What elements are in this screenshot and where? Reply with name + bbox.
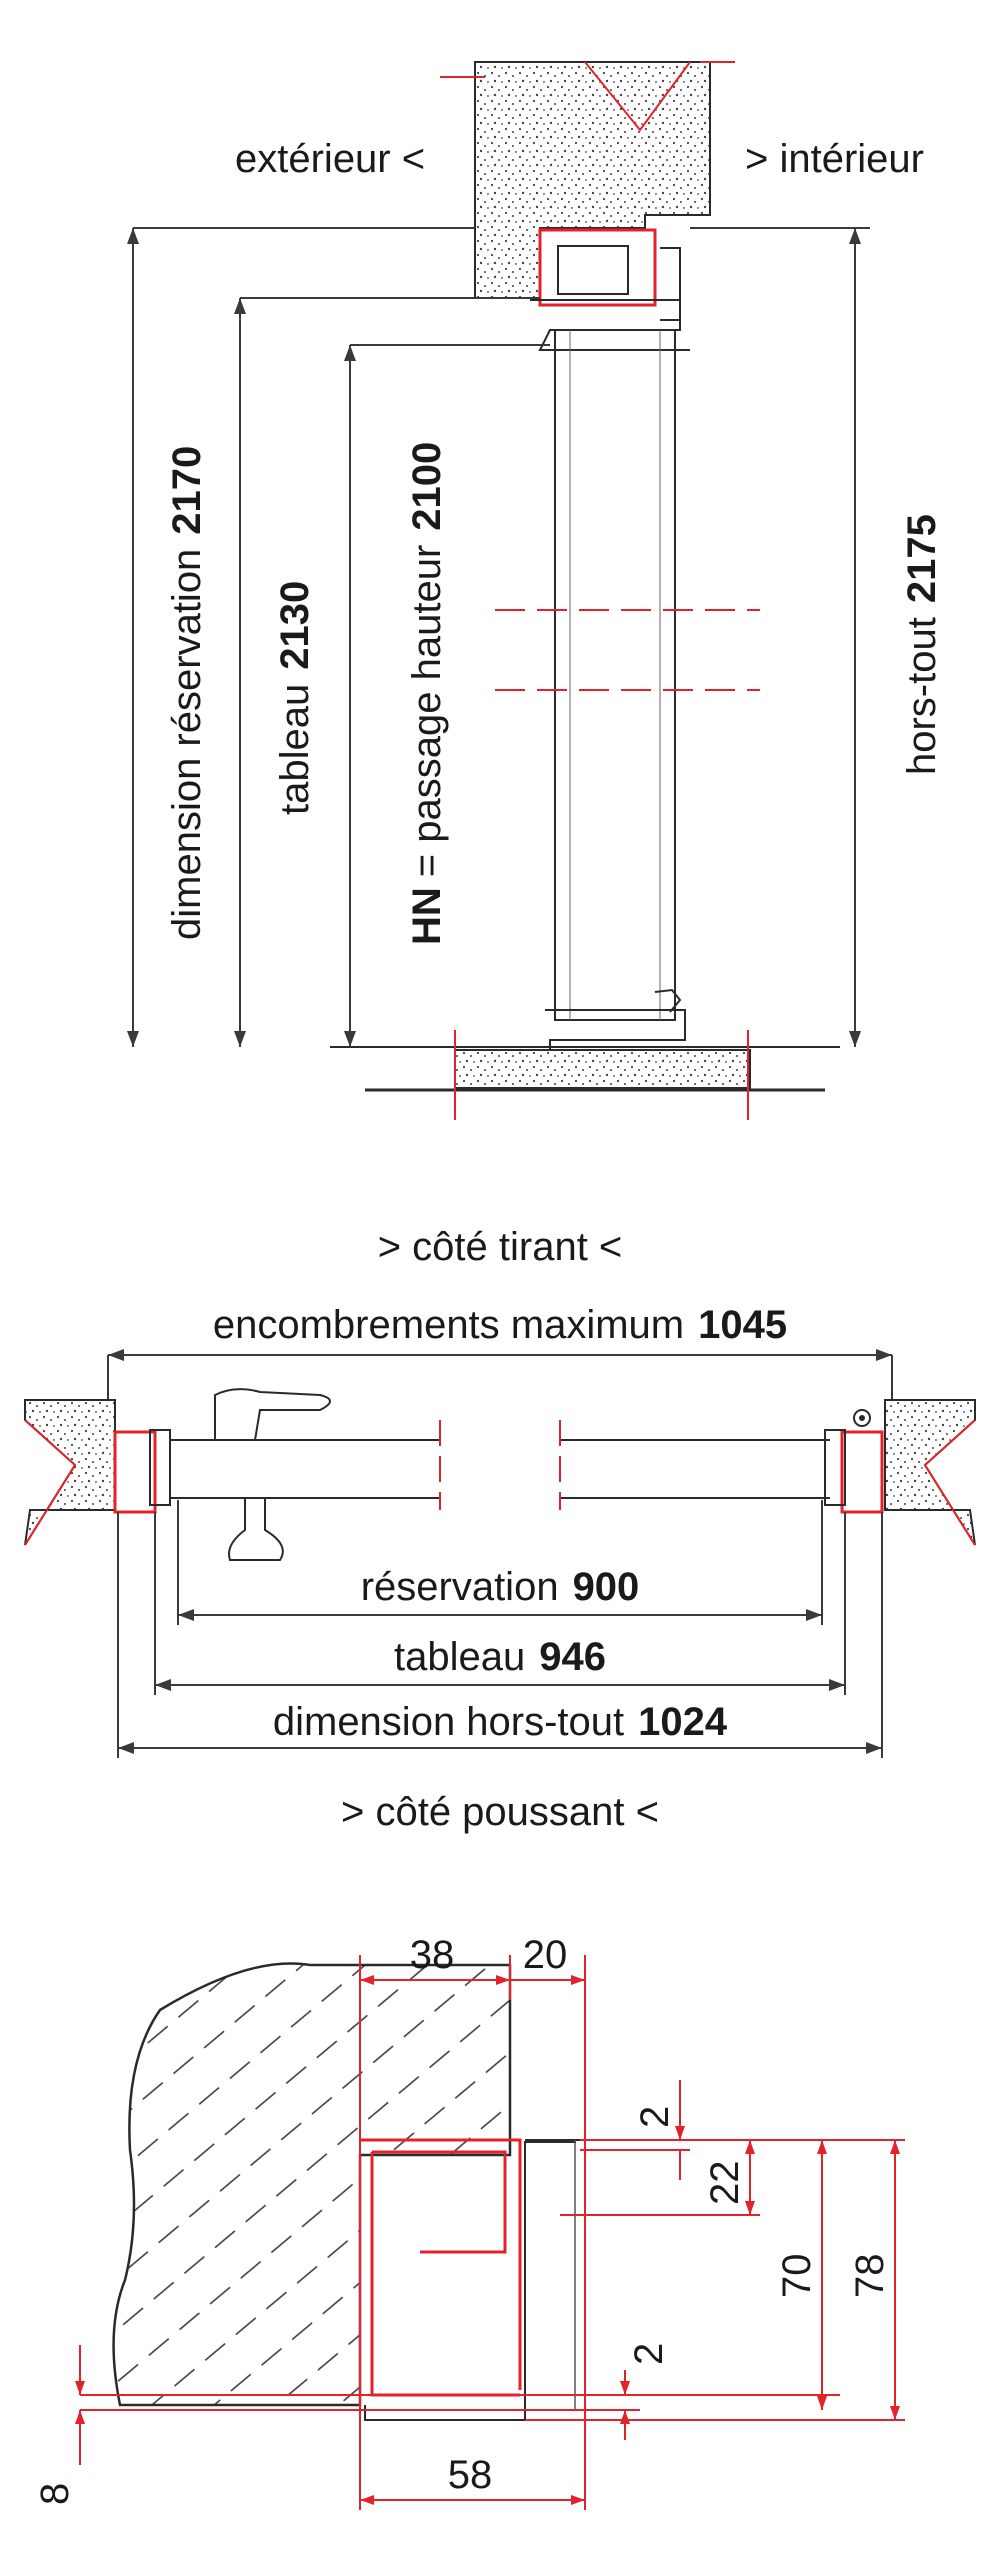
interior-label: > intérieur (745, 137, 924, 181)
dim-70: 70 (775, 2254, 819, 2299)
wall-hatched (112, 1962, 512, 2407)
passage-dim-text: HN= passage hauteur2100 (405, 442, 449, 945)
exterior-label: extérieur < (235, 137, 425, 181)
dim-78: 78 (848, 2254, 892, 2299)
dim-2-top: 2 (633, 2106, 677, 2128)
dim-2-bottom: 2 (627, 2343, 671, 2365)
floor-concrete (454, 1049, 751, 1089)
profile-detail: 38 20 2 22 70 78 2 8 58 (33, 1933, 905, 2510)
dim-22: 22 (703, 2161, 747, 2206)
reservation-dim-text: dimension réservation2170 (165, 446, 209, 940)
dim-58: 58 (448, 2453, 493, 2497)
vertical-section: extérieur < > intérieur dimension réserv… (127, 61, 944, 1120)
dim-20: 20 (523, 1933, 568, 1977)
tableau-dim-text: tableau2130 (273, 581, 317, 815)
dim-38: 38 (410, 1933, 455, 1977)
dimension-lines-top (127, 227, 870, 1047)
side-pull-label: > côté tirant < (378, 1225, 623, 1269)
dim-8: 8 (33, 2483, 77, 2505)
side-push-label: > côté poussant < (341, 1790, 659, 1834)
lintel-concrete (474, 61, 711, 299)
horstout-dim-text: hors-tout2175 (900, 514, 944, 775)
door-handle (214, 1388, 331, 1561)
